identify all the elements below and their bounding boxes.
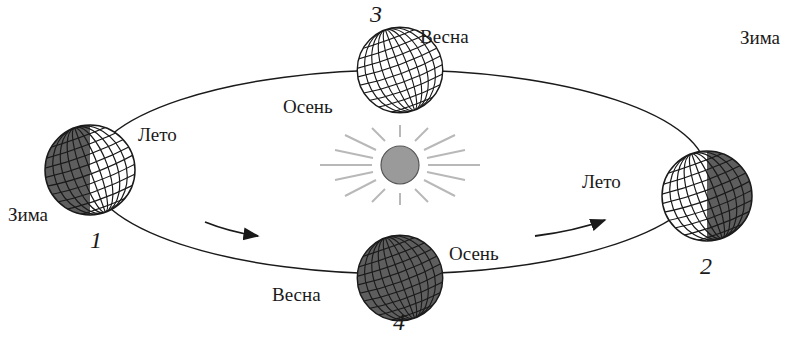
- season-label: Лето: [138, 125, 177, 144]
- season-label: Осень: [283, 97, 333, 116]
- direction-arrow: [205, 222, 258, 236]
- direction-arrow: [535, 220, 605, 236]
- season-label: Весна: [272, 285, 321, 304]
- sun-symbol: [320, 125, 480, 205]
- callout-number: 1: [90, 228, 102, 252]
- season-label: Зима: [740, 28, 780, 47]
- earth-globe: [643, 132, 771, 260]
- season-label: Лето: [582, 172, 621, 191]
- callout-number: 2: [700, 254, 712, 278]
- callout-number: 4: [393, 310, 405, 334]
- season-label: Осень: [449, 244, 499, 263]
- earth-globe: [339, 217, 461, 337]
- callout-number: 3: [370, 2, 382, 26]
- season-label: Весна: [420, 27, 469, 46]
- season-label: Зима: [8, 205, 48, 224]
